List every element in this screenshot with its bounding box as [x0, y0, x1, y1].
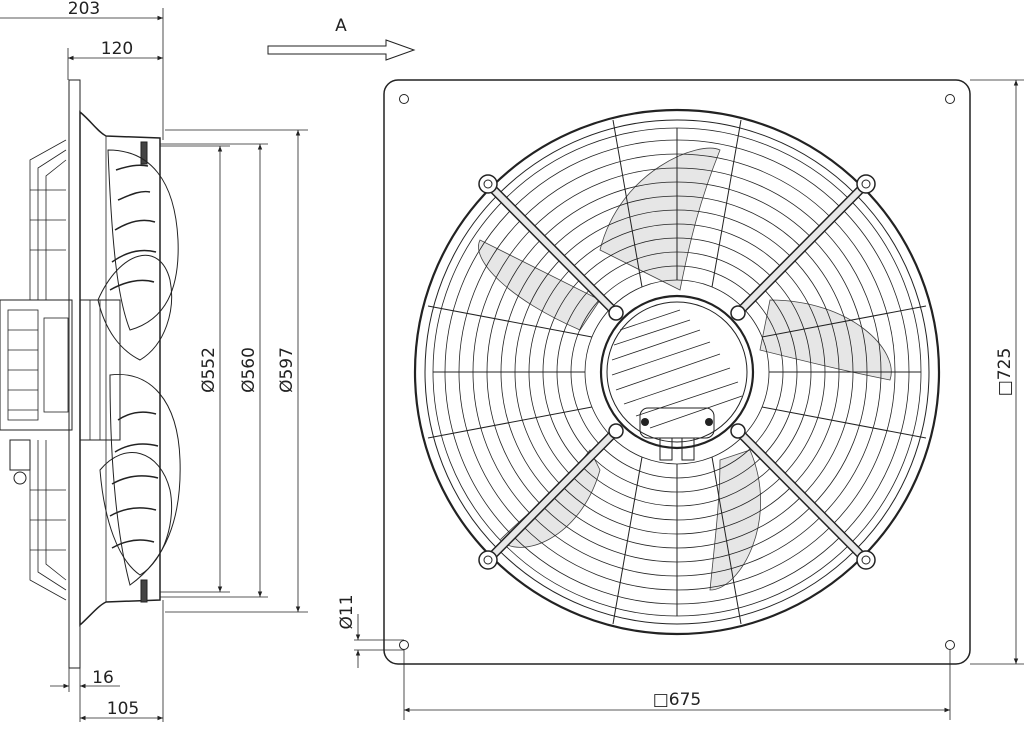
front-motor-hub	[599, 294, 755, 461]
hole-bottom-right	[945, 640, 955, 650]
hole-top-right	[945, 94, 955, 104]
side-venturi	[79, 110, 161, 627]
dim-hole-diameter: Ø11	[337, 594, 357, 629]
side-view: 203 120 Ø552 Ø560 Ø597 16 105	[0, 0, 308, 722]
dim-total-depth: 203	[68, 0, 100, 19]
dim-d597: Ø597	[277, 347, 297, 393]
front-view: Ø11 □725 □675	[337, 79, 1024, 720]
view-arrow-a: A	[267, 16, 416, 61]
dim-plate-size: □725	[995, 348, 1015, 397]
dim-front-depth: 105	[107, 699, 139, 719]
front-mounting-plate	[383, 79, 971, 665]
hole-bottom-left	[399, 640, 409, 650]
side-rim-top	[140, 141, 148, 165]
view-label: A	[335, 16, 347, 36]
dim-hole-spacing: □675	[653, 690, 702, 710]
dim-d560: Ø560	[239, 347, 259, 393]
hole-top-left	[399, 94, 409, 104]
dim-inner-depth: 120	[101, 39, 133, 59]
dim-flange: 16	[92, 668, 114, 688]
side-rim-bottom	[140, 579, 148, 603]
side-blades	[97, 149, 181, 586]
side-mounting-plate	[68, 79, 81, 669]
side-guard	[29, 139, 67, 601]
dim-d552: Ø552	[199, 347, 219, 393]
side-motor	[0, 299, 73, 485]
fan-guard	[413, 108, 941, 636]
